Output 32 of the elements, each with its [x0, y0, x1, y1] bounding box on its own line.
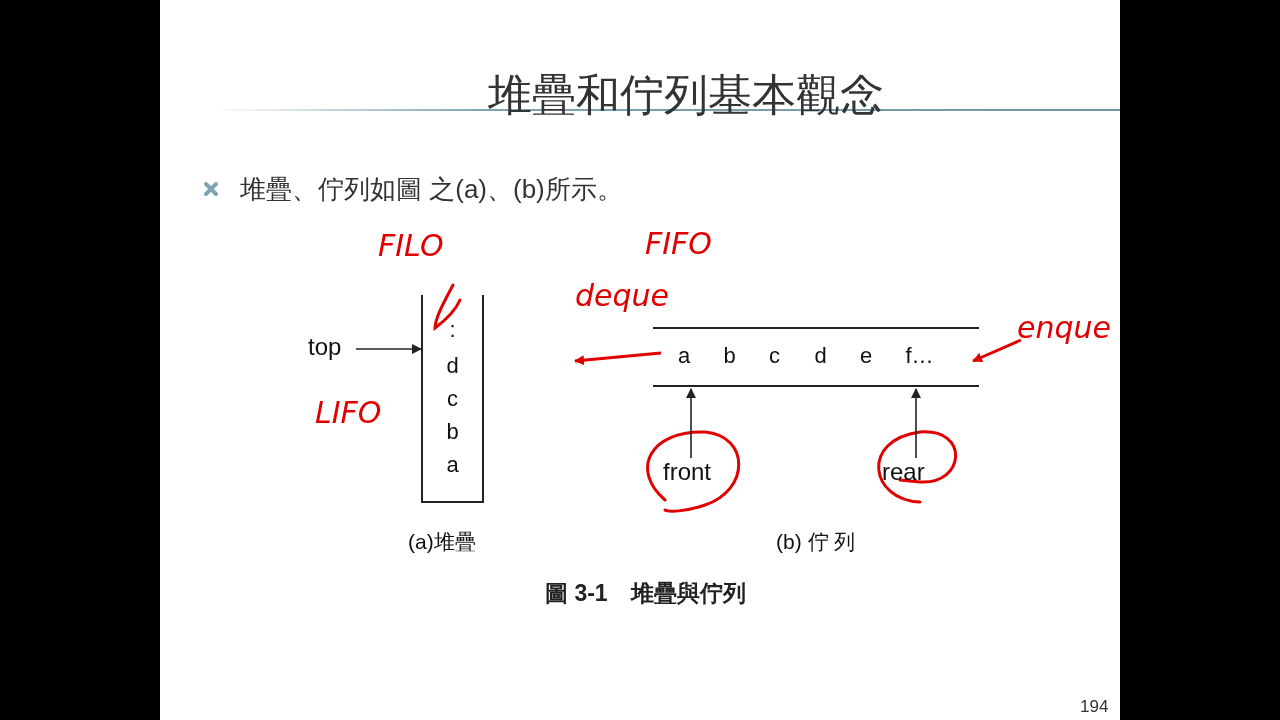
page-number: 194 — [1080, 697, 1109, 717]
handwritten-note: enque — [1017, 310, 1117, 346]
handwritten-note: FILO — [378, 228, 444, 263]
handwritten-note: FIFO — [645, 226, 712, 261]
queue-item: b — [723, 342, 736, 370]
queue-item: f… — [905, 342, 934, 370]
arrow — [574, 351, 662, 366]
pointer-label: front — [663, 458, 729, 490]
panel-caption: (b) 佇 列 — [776, 529, 856, 555]
stack-item: b — [445, 419, 460, 445]
queue-item: d — [814, 342, 827, 370]
arrow — [911, 388, 921, 459]
handwritten-note: LIFO — [315, 395, 382, 430]
queue-band — [653, 327, 979, 387]
stack-item: : — [448, 317, 457, 343]
pointer-label: top — [308, 333, 352, 363]
arrow — [972, 338, 1022, 363]
stack-item: a — [445, 452, 460, 478]
queue-item: a — [678, 342, 691, 370]
handwritten-note: deque — [575, 278, 669, 313]
stack-container — [421, 295, 484, 503]
queue-item: c — [769, 342, 780, 370]
slide-title: 堆疊和佇列基本觀念 — [488, 69, 884, 121]
figure-caption: 圖 3-1 堆疊與佇列 — [545, 579, 746, 608]
bullet-text: 堆疊、佇列如圖 之(a)、(b)所示。 — [240, 173, 623, 206]
pointer-label: rear — [882, 458, 938, 490]
arrow — [686, 388, 696, 459]
stack-item: c — [446, 386, 459, 412]
queue-item: e — [860, 342, 873, 370]
stack-item: d — [445, 353, 460, 379]
arrow — [355, 344, 422, 354]
panel-caption: (a)堆疊 — [408, 529, 476, 555]
